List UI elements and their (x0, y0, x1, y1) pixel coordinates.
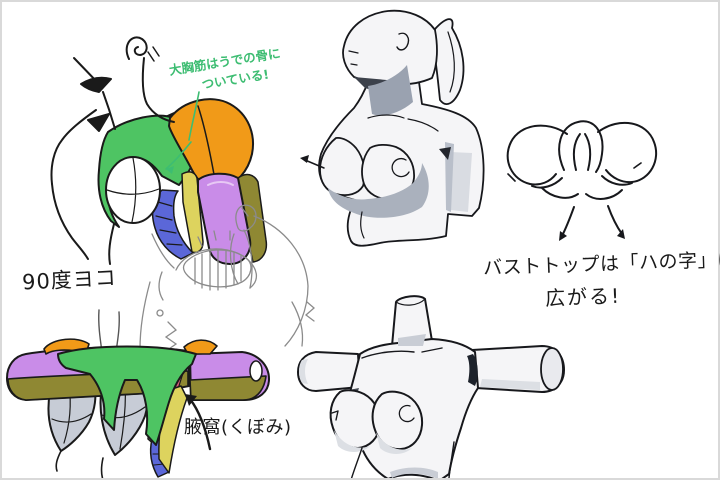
armpit-arrow (185, 394, 212, 451)
leader-line-arrow (165, 91, 200, 174)
figure-front-muscle-anatomy (6, 309, 270, 478)
bust-annotation-line2: 広がる! (544, 283, 622, 311)
biceps-shape (197, 172, 252, 265)
figure-threequarter-torso (300, 9, 485, 247)
angle-label: 90度ヨコ (21, 265, 118, 295)
bust-direction-arrow (300, 155, 325, 169)
figure-topview-sketch (506, 120, 658, 241)
serratus-fan-shape (151, 189, 194, 260)
breast-construction-circle (105, 156, 161, 224)
spread-arrow-left (559, 206, 575, 241)
spread-arrow-right (607, 205, 625, 239)
arm-olive-band-shape (237, 173, 268, 263)
figure-side-muscle-anatomy (50, 36, 268, 265)
front-pectoralis-shape (57, 345, 197, 446)
right-deltoid-bump (183, 339, 218, 355)
arm-cross-section (249, 360, 263, 382)
profile-head-lines (50, 36, 175, 265)
figure-cylinder-arms-torso (297, 295, 565, 478)
figure-flexed-arm-sketch (139, 204, 315, 352)
right-arm-olive (189, 375, 267, 401)
armpit-label: 腋窩(くぼみ) (184, 417, 292, 438)
